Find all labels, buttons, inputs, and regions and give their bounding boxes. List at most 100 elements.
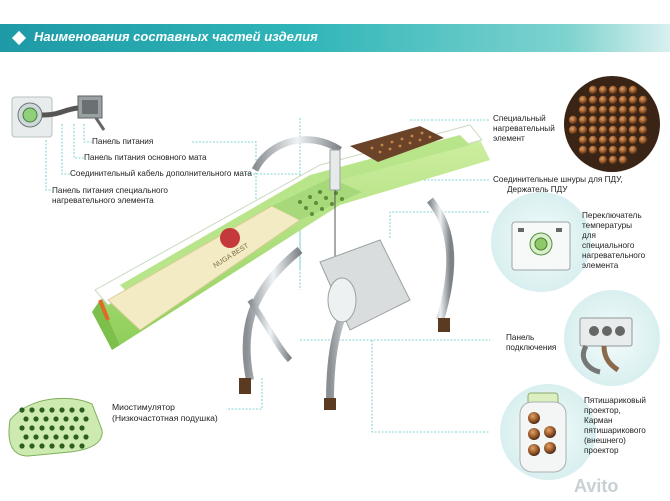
pad-hole [69,443,75,449]
label-special-heater-3: элемент [493,134,525,143]
leader-main-mat-panel [73,124,84,159]
pad-hole [39,407,45,413]
massage-bed: NUGA BEST [92,124,490,410]
label-five-ball-1: Пятишариковый [584,396,646,405]
heater-bead [578,125,588,135]
heater-bead [598,105,608,115]
pad-hole [19,425,25,431]
label-five-ball-4: пятишарикового [584,426,646,435]
pad-hole [39,443,45,449]
pad-hole [23,434,29,440]
heater-bead [588,125,598,135]
heater-bead [588,95,598,105]
pad-hole [79,425,85,431]
heater-bead [628,125,638,135]
pad-hole [63,416,69,422]
label-power-panel: Панель питания [92,137,154,146]
pad-hole [59,407,65,413]
heater-bead [578,105,588,115]
heater-bead [608,105,618,115]
label-connection-panel-2: подключения [506,343,557,352]
heater-bead [628,85,638,95]
heater-bead [598,135,608,145]
label-five-ball-5: (внешнего) [584,436,626,445]
heater-bead [588,145,598,155]
pad-hole [59,443,65,449]
leader-special-heater-panel [45,140,52,191]
heater-bead [628,135,638,145]
temp-switch-inset [491,192,591,292]
heater-bead [588,105,598,115]
heater-bead [578,145,588,155]
heater-bead [578,115,588,125]
heater-bead [598,145,608,155]
pad-hole [69,407,75,413]
pad-hole [63,434,69,440]
pad-hole [23,416,29,422]
title-bar: Наименования составных частей изделия [0,24,670,52]
pad-hole [49,407,55,413]
heater-bead [618,125,628,135]
label-extra-mat-cable: Соединительный кабель дополнительного ма… [70,169,252,178]
pad-hole [39,425,45,431]
heater-bead [598,95,608,105]
leader-power-panel [83,124,94,143]
label-temp-switch-6: элемента [582,261,619,270]
heater-bead [628,105,638,115]
pad-hole [19,407,25,413]
heater-bead [618,105,628,115]
label-remote-cords-1: Соединительные шнуры для ПДУ, [493,175,623,184]
heater-bead [598,85,608,95]
heater-bead [588,85,598,95]
pad-hole [33,434,39,440]
heater-bead [598,155,608,165]
page-title: Наименования составных частей изделия [34,29,318,44]
label-special-heater-power-panel-1: Панель питания специального [52,186,168,195]
pad-hole [83,416,89,422]
pad-hole [29,425,35,431]
pad-hole [53,434,59,440]
pad-hole [29,443,35,449]
heater-bead [638,95,648,105]
pad-hole [19,443,25,449]
pad-hole [49,443,55,449]
pad-hole [29,407,35,413]
heater-bead [618,135,628,145]
pad-hole [43,416,49,422]
heater-bead [628,95,638,105]
label-temp-switch-4: специального [582,241,635,250]
pad-hole [59,425,65,431]
myostimulator-pad [8,397,103,457]
heater-bead [608,95,618,105]
heater-bead [628,115,638,125]
heater-bead [618,95,628,105]
pad-hole [43,434,49,440]
label-myostimulator-1: Миостимулятор [112,402,175,412]
heater-bead [588,135,598,145]
heater-bead [618,85,628,95]
pad-hole [73,434,79,440]
label-main-mat-power-panel: Панель питания основного мата [84,153,207,162]
heater-bead [588,115,598,125]
heater-bead [578,95,588,105]
label-temp-switch-3: для [582,231,596,240]
heater-bead [578,135,588,145]
heater-bead [608,85,618,95]
label-special-heater-2: нагревательный [493,124,555,133]
heater-bead [608,155,618,165]
label-myostimulator-2: (Низкочастотная подушка) [112,413,218,423]
pad-hole [53,416,59,422]
label-five-ball-2: проектор, [584,406,621,415]
label-connection-panel-1: Панель [506,333,535,342]
label-temp-switch-1: Переключатель [582,211,642,220]
leader-panel-to-bed [192,141,257,240]
pad-hole [79,443,85,449]
heater-bead [638,115,648,125]
label-special-heater-power-panel-2: нагревательного элемента [52,196,154,205]
heater-bead [608,115,618,125]
heater-bead [638,135,648,145]
pad-hole [69,425,75,431]
heater-bead [618,155,628,165]
leader-temp-switch [389,211,490,238]
heater-bead [638,125,648,135]
